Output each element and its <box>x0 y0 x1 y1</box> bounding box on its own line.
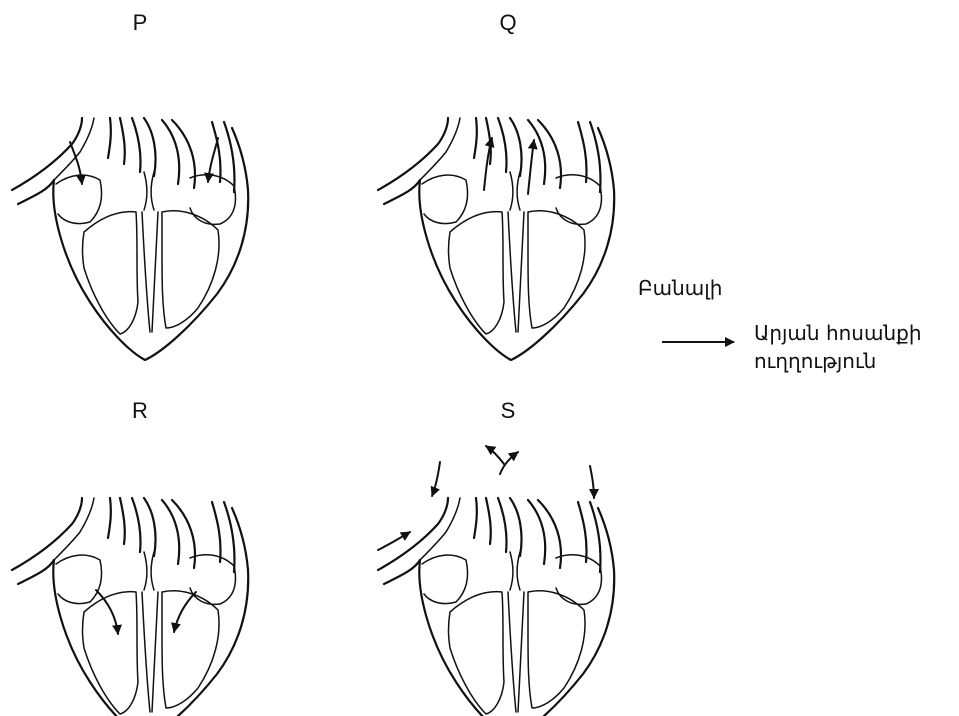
key-arrow-meaning-line1: Արյան հոսանքի <box>754 321 922 345</box>
flow-arrow <box>70 142 82 184</box>
panel-label-p: P <box>133 10 148 35</box>
panel-label-s: S <box>501 398 516 423</box>
flow-arrow <box>432 462 440 496</box>
key: Բանալի Արյան հոսանքի ուղղություն <box>638 276 922 373</box>
panel-r <box>12 498 248 716</box>
key-arrow-meaning-line2: ուղղություն <box>754 349 876 373</box>
panel-q <box>378 118 614 360</box>
key-title: Բանալի <box>638 276 722 300</box>
flow-arrow <box>590 466 594 498</box>
flow-arrow <box>174 592 196 632</box>
panel-label-q: Q <box>499 10 516 35</box>
flow-arrow <box>528 140 534 194</box>
panel-label-r: R <box>132 398 148 423</box>
flow-arrow <box>486 446 504 464</box>
panel-s <box>378 446 614 716</box>
panel-p <box>12 118 248 360</box>
flow-arrow <box>378 532 410 550</box>
